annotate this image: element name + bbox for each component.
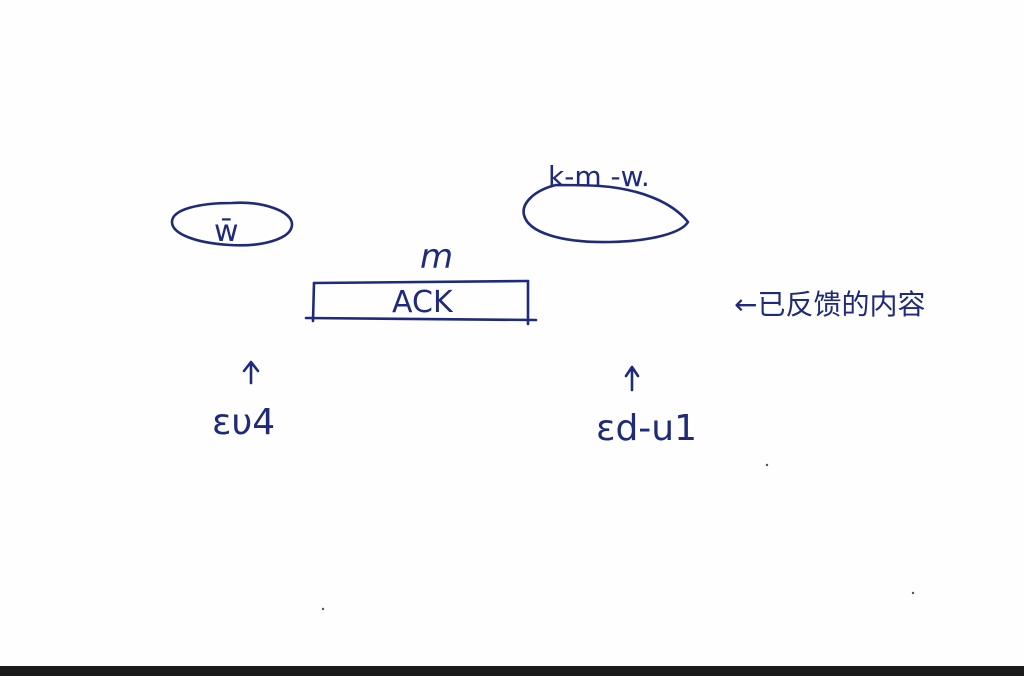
ack-box-top-edge (312, 279, 530, 285)
ack-box-bottom-edge (304, 316, 538, 322)
ack-box-left-edge (311, 281, 316, 323)
left-oval-label: w̄ (214, 214, 239, 249)
side-note-group: ←已反馈的内容 (734, 288, 925, 321)
side-note-label: ←已反馈的内容 (734, 288, 925, 321)
right-blob-group: k-m -w. (522, 160, 690, 244)
ack-inner-label: ACK (392, 285, 454, 320)
ack-top-label: m (420, 237, 453, 277)
right-pointer-label: εd-u1 (596, 408, 697, 449)
paper-speck (911, 591, 915, 595)
ack-box-group: m ACK (304, 237, 538, 326)
bottom-edge-bar (0, 666, 1024, 676)
right-arrow-up-icon (624, 365, 640, 392)
paper-speck (765, 463, 769, 467)
right-pointer-group: εd-u1 (596, 365, 697, 449)
left-oval-group: w̄ (170, 201, 294, 249)
left-oval-shape (170, 201, 294, 247)
left-pointer-group: ευ4 (212, 360, 275, 443)
left-pointer-label: ευ4 (212, 402, 275, 443)
paper-speck (321, 607, 325, 611)
right-blob-shape (522, 183, 690, 244)
left-arrow-up-icon (242, 360, 260, 385)
right-blob-label: k-m -w. (548, 160, 650, 193)
